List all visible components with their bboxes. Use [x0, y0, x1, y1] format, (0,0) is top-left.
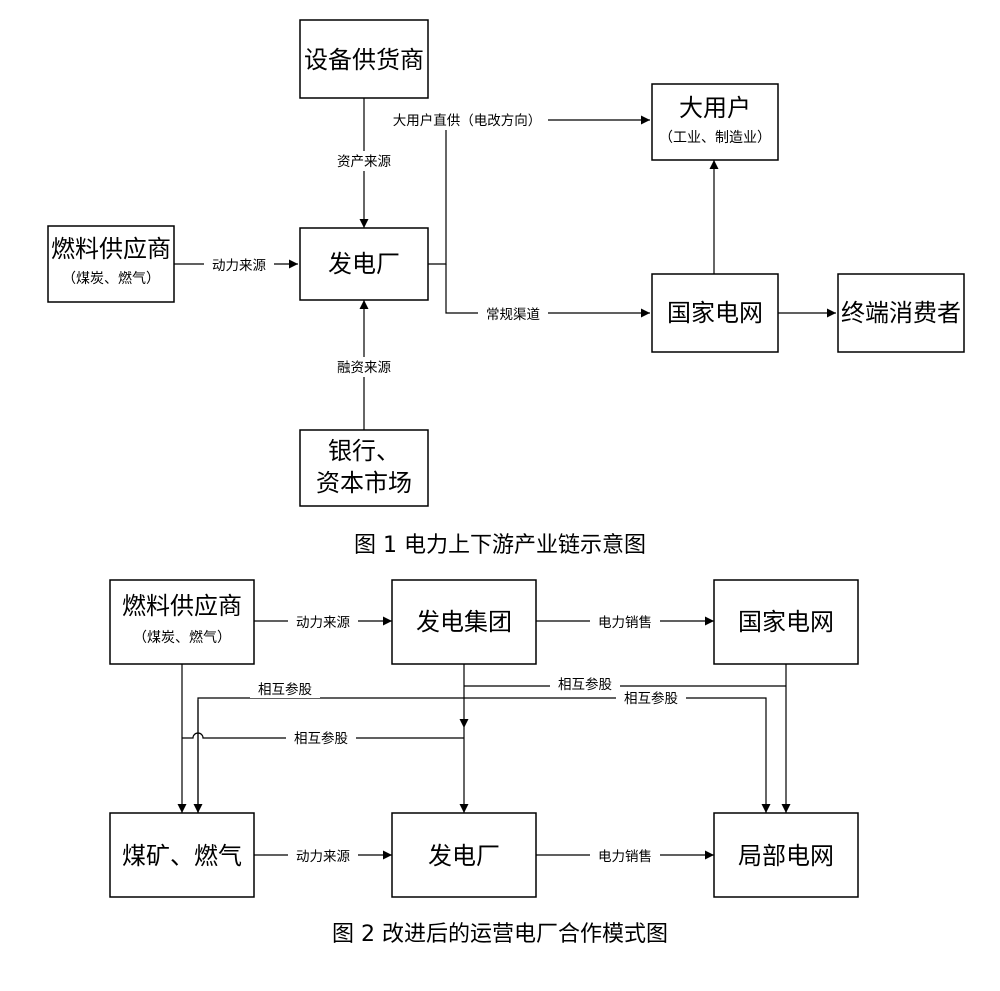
node-bank-label-line2: 资本市场 [316, 469, 412, 497]
label-mutual-2: 相互参股 [558, 676, 612, 693]
node-end-consumer-label: 终端消费者 [841, 299, 961, 327]
node-bank-label-line1: 银行、 [328, 437, 400, 465]
node-fuel-supplier-2-label: 燃料供应商 [122, 592, 242, 620]
edge-fuel-plant-mutual [182, 732, 464, 739]
node-fuel-supplier-2-sub: （煤炭、燃气） [133, 629, 231, 646]
label-finance-source: 融资来源 [337, 360, 391, 376]
label-sales-top: 电力销售 [598, 615, 652, 631]
node-state-grid-2-label: 国家电网 [738, 608, 834, 636]
figure-2: 动力来源 电力销售 相互参股 相互参股 相互参股 相互参股 动力来源 电力销售 … [109, 579, 859, 947]
node-equipment-supplier-label: 设备供货商 [304, 46, 424, 74]
node-big-user-label: 大用户 [679, 94, 751, 122]
edge-plant-to-big-user [428, 115, 650, 265]
label-direct-supply: 大用户直供（电改方向） [393, 112, 542, 129]
node-end-consumer: 终端消费者 [837, 273, 965, 353]
node-power-plant-2: 发电厂 [391, 812, 537, 898]
label-power-source-top: 动力来源 [296, 615, 350, 631]
node-fuel-supplier-2: 燃料供应商 （煤炭、燃气） [109, 579, 255, 665]
node-local-grid: 局部电网 [713, 812, 859, 898]
node-power-plant-2-label: 发电厂 [428, 842, 500, 870]
label-regular-channel: 常规渠道 [486, 307, 540, 323]
node-big-user: 大用户 （工业、制造业） [651, 83, 779, 161]
node-equipment-supplier: 设备供货商 [299, 19, 429, 99]
edge-mine-local-mutual [197, 697, 771, 813]
label-mutual-1: 相互参股 [258, 681, 312, 698]
node-local-grid-label: 局部电网 [738, 842, 834, 870]
label-mutual-4: 相互参股 [294, 730, 348, 747]
edge-plant-to-grid [445, 264, 650, 318]
node-fuel-supplier-label: 燃料供应商 [51, 235, 171, 263]
label-asset-source: 资产来源 [337, 154, 391, 170]
node-big-user-sub: （工业、制造业） [659, 130, 771, 146]
node-coal-gas-label: 煤矿、燃气 [122, 842, 242, 870]
node-power-group-label: 发电集团 [416, 608, 512, 636]
node-power-group: 发电集团 [391, 579, 537, 665]
label-mutual-3: 相互参股 [624, 690, 678, 707]
node-state-grid-1-label: 国家电网 [667, 299, 763, 327]
figure-1: 资产来源 动力来源 融资来源 大用户直供（电改方向） 常规渠道 设备供货商 燃料… [47, 19, 965, 558]
label-power-source: 动力来源 [212, 258, 266, 274]
node-power-plant-label: 发电厂 [328, 250, 400, 278]
node-fuel-supplier-sub: （煤炭、燃气） [62, 270, 160, 287]
node-fuel-supplier: 燃料供应商 （煤炭、燃气） [47, 225, 175, 303]
node-state-grid-2: 国家电网 [713, 579, 859, 665]
label-sales-bottom: 电力销售 [598, 849, 652, 865]
node-coal-gas: 煤矿、燃气 [109, 812, 255, 898]
node-bank-capital-market: 银行、 资本市场 [299, 429, 429, 507]
figure-1-caption: 图 1 电力上下游产业链示意图 [354, 533, 646, 558]
figure-2-caption: 图 2 改进后的运营电厂合作模式图 [332, 922, 668, 947]
node-power-plant: 发电厂 [299, 227, 429, 301]
label-power-source-bottom: 动力来源 [296, 849, 350, 865]
node-state-grid-1: 国家电网 [651, 273, 779, 353]
